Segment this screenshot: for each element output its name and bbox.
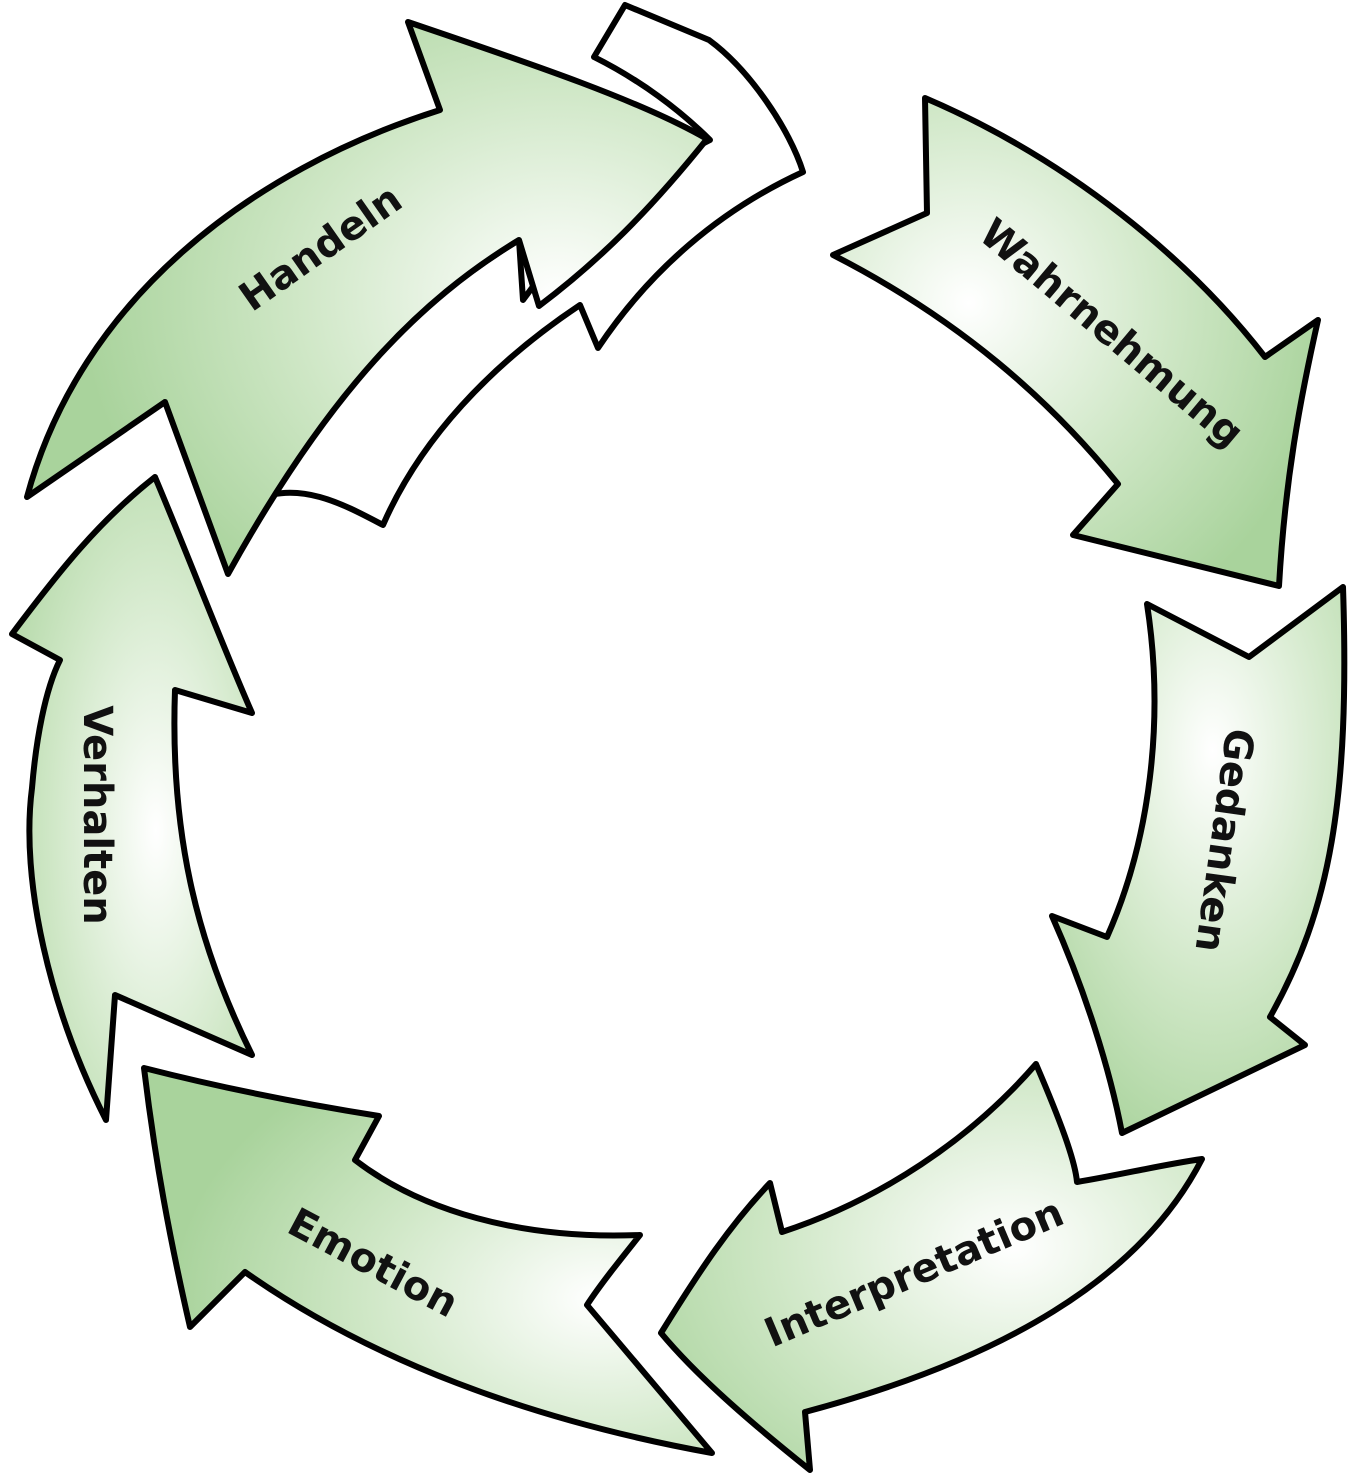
label-verhalten: Verhalten (74, 705, 120, 925)
arrow-handeln (24, 19, 710, 577)
arrow-verhalten (9, 474, 255, 1123)
arrow-emotion (141, 1065, 715, 1456)
arrow-interpretation (658, 1061, 1205, 1473)
arrow-wahrnehmung (830, 95, 1321, 589)
arrow-gedanken (1049, 584, 1348, 1136)
